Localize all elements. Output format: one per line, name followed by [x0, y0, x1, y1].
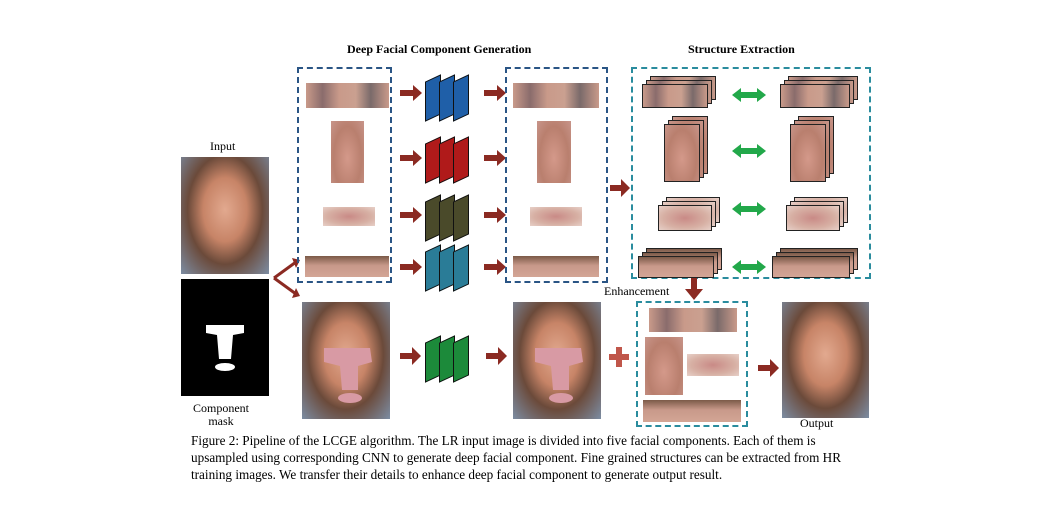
plus-icon [609, 347, 629, 367]
structure-extraction-box [631, 67, 871, 279]
cnn-nose [425, 130, 485, 184]
stack-eyes-left [642, 76, 718, 110]
stack-eyes-right [780, 76, 860, 110]
stack-mouth-left [658, 197, 722, 233]
enhancement-box [636, 301, 748, 427]
component-mouth-gen [530, 207, 582, 226]
arrow-to-enhancement [685, 278, 703, 300]
component-brow-lr [305, 256, 389, 277]
cnn-brow [425, 238, 485, 292]
arrows-from-cnn [484, 85, 506, 275]
component-brow-gen [513, 256, 599, 277]
label-output: Output [800, 416, 834, 430]
figure-caption: Figure 2: Pipeline of the LCGE algorithm… [191, 433, 842, 483]
label-deep-facial-component-generation: Deep Facial Component Generation [347, 42, 532, 56]
label-input: Input [210, 139, 236, 153]
arrow-to-output [758, 359, 779, 377]
masked-region [324, 348, 372, 403]
component-mask-image [181, 279, 269, 396]
stack-brow-left [638, 248, 724, 278]
stack-mouth-right [786, 197, 850, 233]
label-structure-extraction: Structure Extraction [688, 42, 795, 56]
cnn-eyes [425, 68, 485, 122]
generated-components-box [505, 67, 608, 283]
arrows-to-cnn [400, 85, 422, 275]
output-face-image [782, 302, 869, 418]
input-components-box [297, 67, 392, 283]
component-mouth-lr [323, 207, 375, 226]
enhanced-mouth [687, 354, 739, 376]
enhanced-eyes [649, 308, 737, 332]
masked-input-face [302, 302, 390, 419]
mask-shape [206, 325, 244, 371]
arrow-from-cnn-full [486, 347, 507, 365]
component-eyes-lr [306, 83, 389, 108]
generated-face [513, 302, 601, 419]
component-nose-lr [331, 121, 364, 183]
component-eyes-gen [513, 83, 599, 108]
stack-nose-left [664, 116, 712, 182]
enhanced-brow [643, 400, 741, 422]
stack-nose-right [790, 116, 838, 182]
label-component-mask: Component mask [193, 401, 249, 428]
arrow-to-cnn-full [400, 347, 421, 365]
component-nose-gen [537, 121, 571, 183]
input-face-image [181, 157, 269, 274]
label-enhancement: Enhancement [604, 284, 670, 298]
generated-region [535, 348, 583, 403]
cnn-full-face [425, 325, 485, 385]
enhanced-nose [645, 337, 683, 395]
stack-brow-right [772, 248, 860, 278]
green-double-arrows [732, 88, 766, 274]
cnn-mouth [425, 188, 485, 242]
arrow-to-structure [610, 179, 630, 197]
